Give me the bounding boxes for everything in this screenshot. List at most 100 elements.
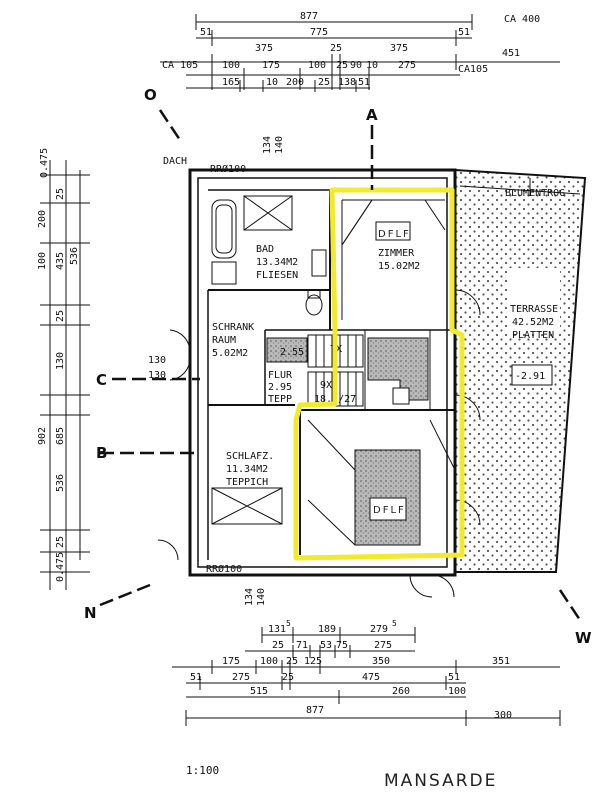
section-lines [99,109,582,621]
dim-left-685: 685 [55,427,66,445]
bad-floor: FLIESEN [256,270,298,281]
dim-bottom-25-c: 25 [282,672,294,683]
flur-floor: TEPP [268,394,292,405]
scale-label: 1:100 [186,764,219,777]
dim-top-877: 877 [300,11,318,22]
flur-area: 2.95 [268,382,292,393]
dim-top-775: 775 [310,27,328,38]
schrankraum-area: 5.02M2 [212,348,248,359]
landing-post [392,387,410,405]
dim-bottom-71: 71 [296,640,308,651]
bath-fixtures [211,195,327,316]
schlafz-name: SCHLAFZ. [226,451,274,462]
dfl-label-1: DFLF [378,229,411,240]
dim-left-435: 435 [55,252,66,270]
dim-bottom-75: 75 [336,640,348,651]
dim-top-10-b: 10 [266,77,278,88]
dim-bottom-300: 300 [494,710,512,721]
schrankraum-name: SCHRANK [212,322,254,333]
dim-top-375-b: 375 [390,43,408,54]
dim-left-902: 902 [37,427,48,445]
dim-bottom-sup-5-a: 5 [286,619,291,628]
flur-name: FLUR [268,370,293,381]
dim-top-25: 25 [330,43,342,54]
dim-left-200: 200 [37,210,48,228]
dim-top-51-c: 51 [358,77,370,88]
dim-bottom-51-b: 51 [448,672,460,683]
top-dimensions [160,14,560,92]
wall-mark-140-top: 140 [274,136,285,154]
dim-top-200: 200 [286,77,304,88]
dim-top-100-a: 100 [222,60,240,71]
north-label: N [84,604,97,622]
dim-left-25-bottom: 25 [55,536,66,548]
dim-bottom-53: 53 [320,640,332,651]
left-dimensions [40,160,90,590]
zimmer-area: 15.02M2 [378,261,420,272]
dim-bottom-100: 100 [260,656,278,667]
dim-top-165: 165 [222,77,240,88]
zimmer-room [341,199,446,320]
bottom-dimensions [172,627,561,726]
rr-top-label: RRØ100 [210,163,246,175]
bad-area: 13.34M2 [256,257,298,268]
schlafz-floor: TEPPICH [226,477,268,488]
section-marker-a: A [366,106,378,124]
dim-left-25-mid: 25 [55,310,66,322]
terrasse-floor: PLATTEN [512,330,554,341]
schlafz-area: 11.34M2 [226,464,268,475]
wc-area: 2.55 [280,347,304,358]
dim-top-100-b: 100 [308,60,326,71]
dfl-label-2: DFLF [373,505,406,516]
dim-bottom-475: 475 [362,672,380,683]
dim-bottom-275-a: 275 [374,640,392,651]
floor-name-label: MANSARDE [384,771,497,791]
bad-name: BAD [256,244,274,255]
lower-right-room [307,419,456,546]
dim-left-0475-top: 0.475 [39,148,50,178]
schlafz-room [211,487,283,525]
dim-top-175: 175 [262,60,280,71]
dim-top-25-b: 25 [336,60,348,71]
dim-left-536-a: 536 [69,247,80,265]
dim-left-130-side: 130 [55,352,66,370]
walls [188,168,457,577]
highlight-outline [293,187,465,561]
dim-bottom-351: 351 [492,656,510,667]
schrankraum-name2: RAUM [212,335,236,346]
rr-bottom-label: RRØ100 [206,563,242,575]
dim-bottom-125: 125 [304,656,322,667]
blumentrog-label: BLUMENTROG [505,188,565,199]
dim-left-100: 100 [37,252,48,270]
dim-bottom-131: 131 [268,624,286,635]
dach-label: DACH [163,156,187,167]
door-swings [157,289,481,598]
dim-bottom-100-b: 100 [448,686,466,697]
dim-bottom-877: 877 [306,705,324,716]
dim-left-25-top: 25 [55,188,66,200]
dim-bottom-25-b: 25 [286,656,298,667]
section-marker-o: O [144,86,157,104]
dim-left-0475-bottom: 0.475 [55,552,66,582]
wall-mark-134-bottom: 134 [244,588,255,606]
wc-shaded [266,337,308,363]
dim-bottom-175: 175 [222,656,240,667]
dim-bottom-25-a: 25 [272,640,284,651]
dim-ca105-right: CA105 [458,64,488,75]
dim-top-375-a: 375 [255,43,273,54]
level-marker: -2.91 [515,371,545,382]
dim-top-275: 275 [398,60,416,71]
terrasse-area: 42.52M2 [512,317,554,328]
dim-bottom-260: 260 [392,686,410,697]
section-marker-c: C [96,371,107,389]
dim-bottom-sup-5-b: 5 [392,619,397,628]
dim-ca400: CA 400 [504,14,540,25]
dim-top-51-right: 51 [458,27,470,38]
dim-top-25-c: 25 [318,77,330,88]
dim-bottom-275-b: 275 [232,672,250,683]
dim-top-138: 138 [338,77,356,88]
dim-top-90: 90 [350,60,362,71]
wall-mark-140-bottom: 140 [256,588,267,606]
